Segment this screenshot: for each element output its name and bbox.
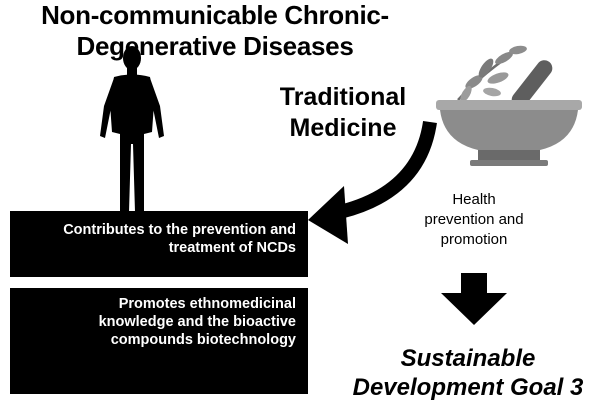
title-line-1: Non-communicable Chronic- [41,0,389,30]
curved-arrow-icon [308,120,437,244]
box1-line-1: Contributes to the prevention and [63,222,296,238]
down-arrow-icon [441,273,507,325]
sustainable-development-goal-label: Sustainable Development Goal 3 [336,344,600,402]
box2-line-3: compounds biotechnology [110,332,296,348]
contributes-ncd-box: Contributes to the prevention and treatm… [10,211,308,277]
box2-line-1: Promotes ethnomedicinal [118,296,296,312]
diagram-title: Non-communicable Chronic- Degenerative D… [0,0,430,62]
title-line-2: Degenerative Diseases [76,31,354,61]
goal-line-1: Sustainable [400,345,536,372]
promotes-ethnomedicinal-box: Promotes ethnomedicinal knowledge and th… [10,288,308,394]
traditional-medicine-label: Traditional Medicine [258,82,428,144]
traditional-medicine-line-2: Medicine [289,114,397,142]
health-line-2: prevention and [424,211,524,228]
mortar-pestle-herbs-icon [436,45,582,166]
goal-line-2: Development Goal 3 [352,374,584,401]
box2-line-2: knowledge and the bioactive [98,314,296,330]
health-prevention-text: Health prevention and promotion [404,190,544,250]
health-line-3: promotion [440,231,508,248]
health-line-1: Health [452,191,496,208]
human-silhouette-icon [100,46,164,212]
box1-line-2: treatment of NCDs [168,240,296,256]
traditional-medicine-line-1: Traditional [279,83,407,111]
